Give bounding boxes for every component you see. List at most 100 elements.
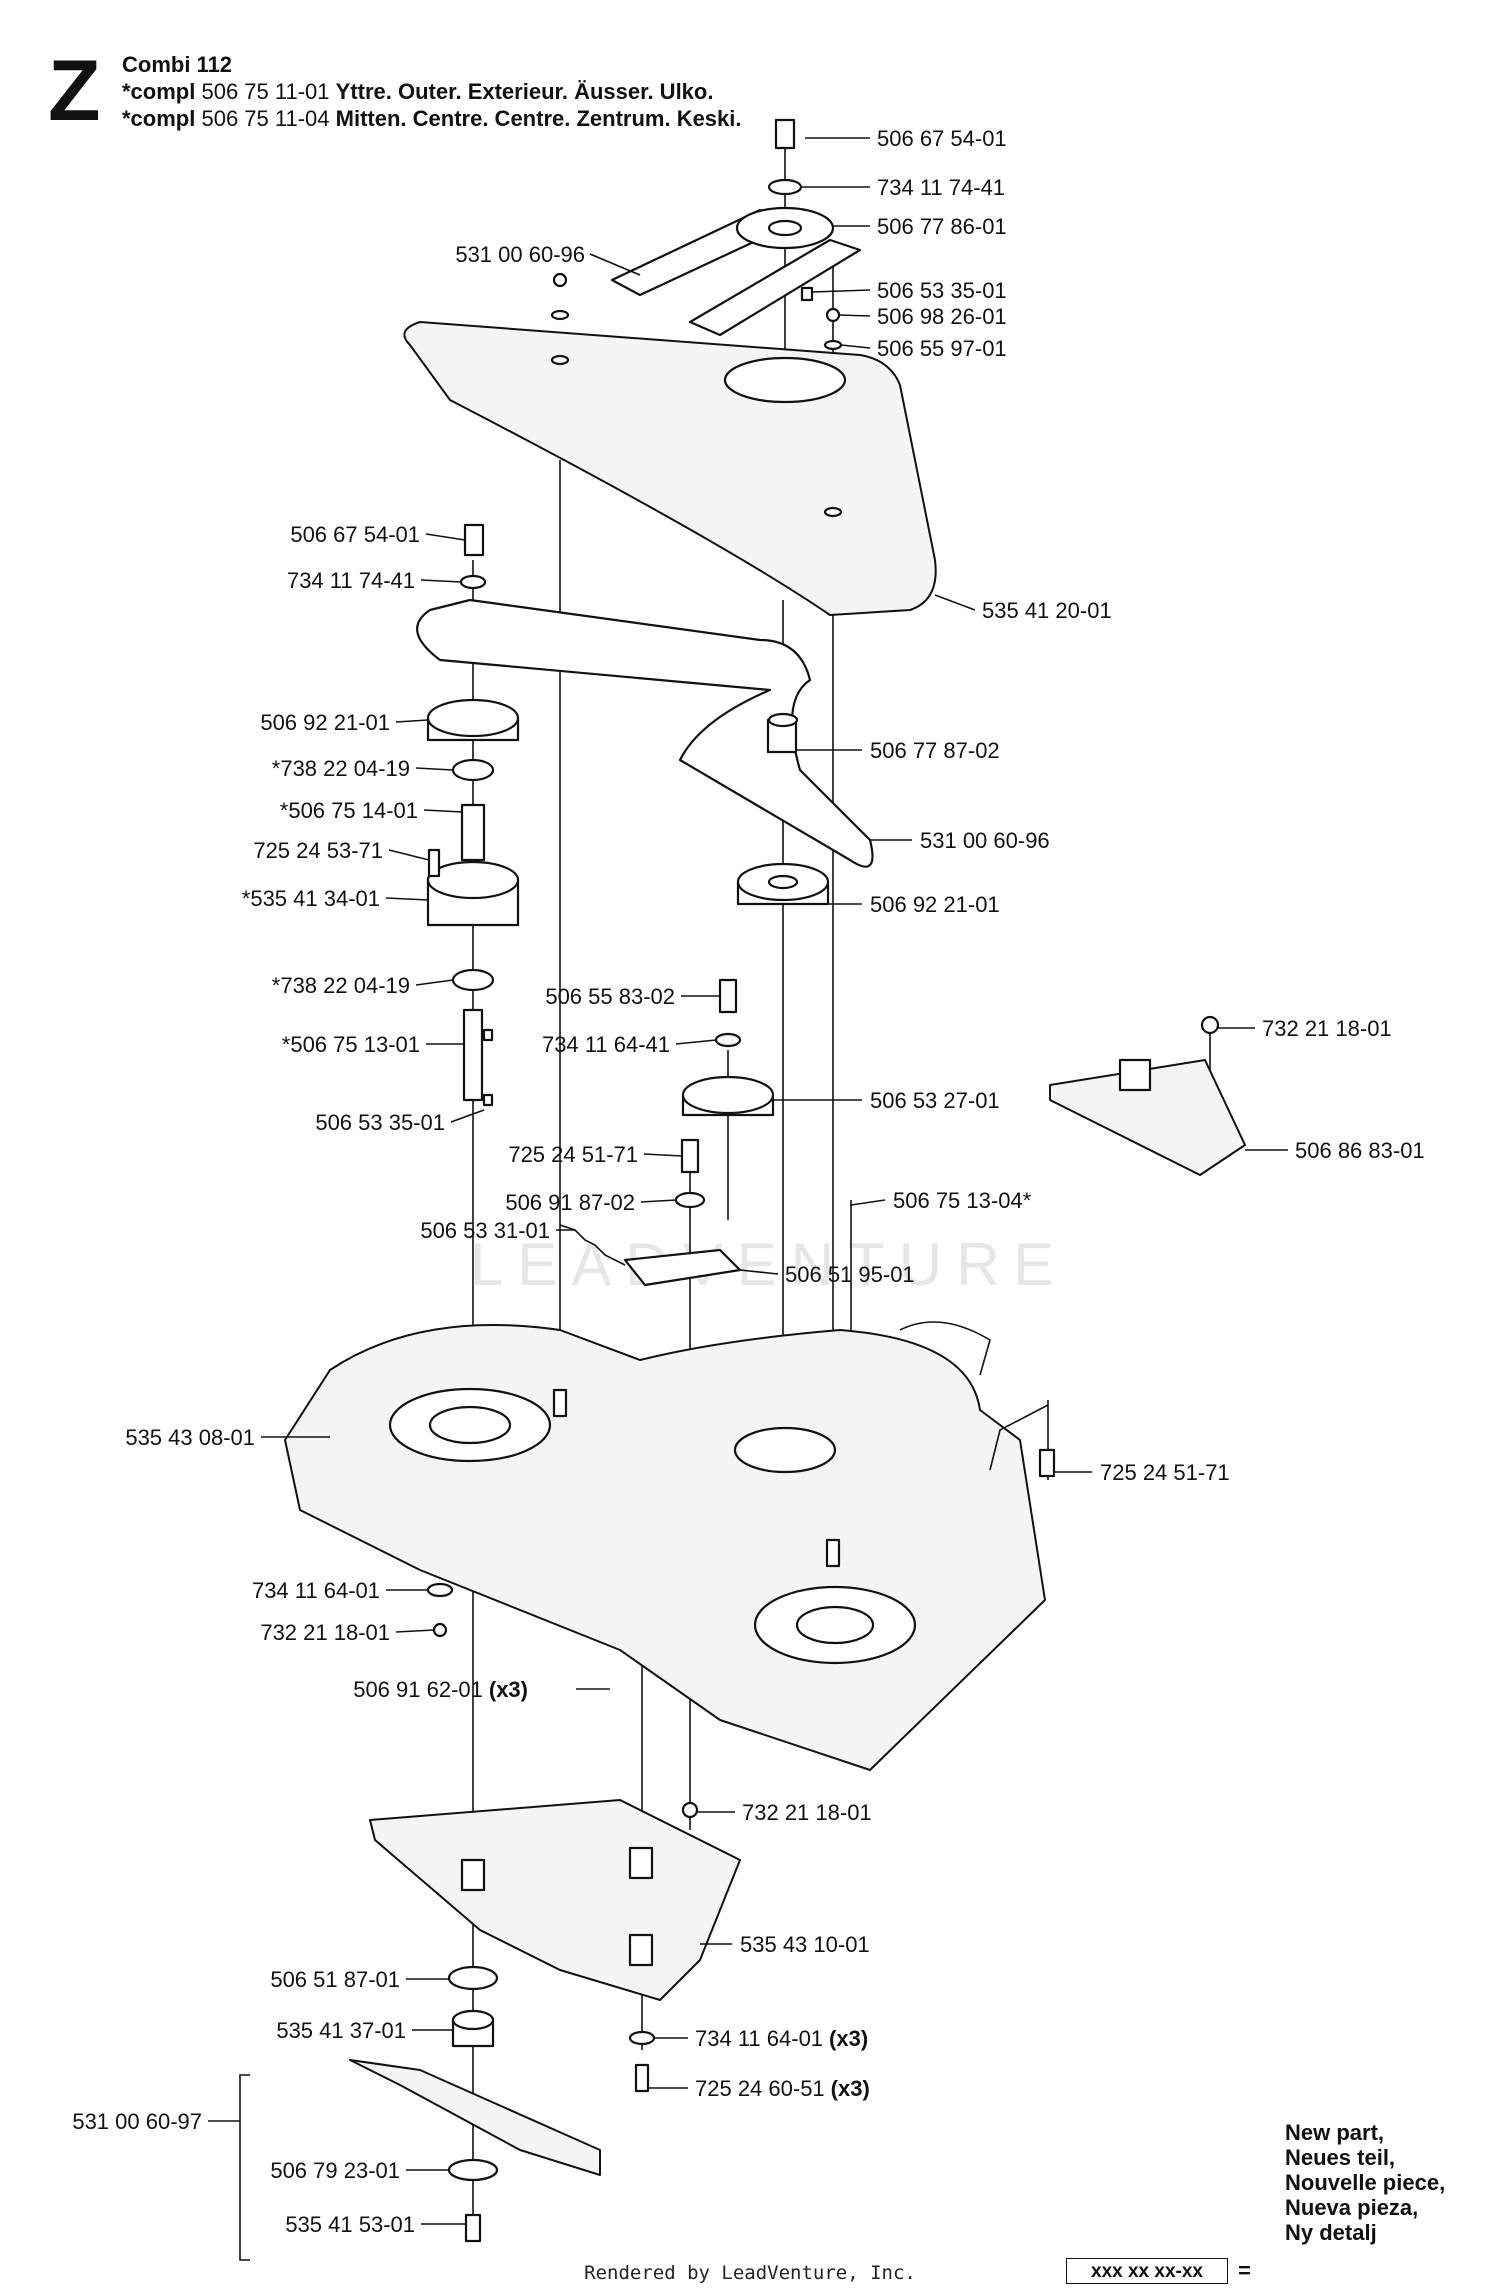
part-number: 506 79 23-01: [270, 2158, 400, 2183]
blade-washer: [447, 1965, 499, 1991]
part-number: 506 91 87-02: [505, 1190, 635, 1215]
deck-stud: [825, 1538, 841, 1568]
center-spindle-stack: [736, 712, 830, 906]
part-number: 506 55 97-01: [877, 336, 1007, 361]
leader-line: [739, 1269, 779, 1275]
part-number: 734 11 74-41: [287, 568, 415, 593]
bolt: [774, 118, 796, 150]
deck-guide: [989, 1404, 1049, 1471]
pulley-cover: [403, 321, 937, 616]
screw: [427, 848, 441, 878]
leader-line: [395, 1629, 435, 1633]
watermark: LEADVENTURE: [470, 1231, 1068, 1298]
key: [482, 1028, 494, 1042]
part-number: 732 21 18-01: [742, 1800, 872, 1825]
part-label: 506 86 83-01: [1295, 1138, 1425, 1163]
part-number: 535 41 37-01: [276, 2018, 406, 2043]
part-label: *738 22 04-19: [272, 756, 410, 781]
deck-stud: [552, 1388, 568, 1418]
leader-line: [450, 1109, 485, 1123]
part-label: 506 92 21-01: [870, 892, 1000, 917]
pulley-top: [426, 698, 520, 738]
part-label: 734 11 74-41: [877, 175, 1005, 200]
washer: [426, 1582, 454, 1598]
part-number: 734 11 64-01: [695, 2026, 823, 2051]
part-label: 535 43 10-01: [740, 1932, 870, 1957]
part-number: 732 21 18-01: [1262, 1016, 1392, 1041]
part-label: 535 41 37-01: [276, 2018, 406, 2043]
part-label: 531 00 60-96: [920, 828, 1050, 853]
cover-hole: [823, 506, 843, 518]
pulley-hub: [767, 874, 799, 890]
legend-line: New part,: [1285, 2120, 1385, 2145]
part-number: *738 22 04-19: [272, 756, 410, 781]
deck-spindle-well: [733, 1426, 837, 1474]
belt-segment: [688, 238, 862, 337]
part-label: 734 11 74-41: [287, 568, 415, 593]
part-number: 506 53 27-01: [870, 1088, 1000, 1113]
part-number: 506 92 21-01: [260, 710, 390, 735]
new-part-legend: New part, Neues teil, Nouvelle piece, Nu…: [1285, 2120, 1445, 2245]
leader-line: [415, 767, 454, 771]
bolt: [718, 978, 738, 1014]
leader-line: [811, 289, 871, 293]
plate-stud: [460, 1858, 486, 1892]
leader-line: [385, 897, 429, 901]
deck-handle: [899, 1321, 991, 1376]
part-label: 506 55 83-02: [545, 984, 675, 1009]
part-label: 725 24 51-71: [1100, 1460, 1230, 1485]
legend-equals: =: [1238, 2258, 1251, 2283]
part-number: 506 51 87-01: [270, 1967, 400, 1992]
bolt: [463, 523, 485, 557]
nut: [1200, 1015, 1220, 1035]
plate-body: [369, 1799, 741, 2001]
part-label: 734 11 64-41: [542, 1032, 670, 1057]
pulley-hub: [767, 219, 803, 237]
nut: [681, 1801, 699, 1819]
leader-line: [415, 979, 454, 986]
washer: [550, 309, 570, 321]
part-label: 506 91 87-02: [505, 1190, 635, 1215]
part-label: 734 11 64-01(x3): [695, 2026, 868, 2051]
part-label: 506 75 13-04*: [893, 1188, 1032, 1213]
legend-line: Neues teil,: [1285, 2145, 1396, 2170]
left-spindle-stack: [426, 523, 520, 1107]
part-label: 725 24 60-51(x3): [695, 2076, 870, 2101]
part-number: 725 24 51-71: [1100, 1460, 1230, 1485]
part-label: 506 53 31-01: [420, 1218, 550, 1243]
part-number: *738 22 04-19: [272, 973, 410, 998]
part-number: 734 11 64-01: [252, 1578, 380, 1603]
washer: [628, 2030, 656, 2046]
washer: [714, 1032, 742, 1048]
part-number: 506 51 95-01: [785, 1262, 915, 1287]
leader-line: [388, 849, 430, 861]
part-number: 506 55 83-02: [545, 984, 675, 1009]
part-label: 506 98 26-01: [877, 304, 1007, 329]
housing-top: [426, 860, 520, 900]
mower-blade: [349, 2059, 601, 2176]
deck-body: [284, 1324, 1046, 1771]
part-number: 506 77 87-02: [870, 738, 1000, 763]
plate-stud: [628, 1933, 654, 1967]
model-name: Combi 112: [122, 52, 233, 77]
deck-spindle-hole: [428, 1405, 512, 1445]
part-label: 506 67 54-01: [290, 522, 420, 547]
screw: [825, 307, 841, 323]
part-label: 506 92 21-01: [260, 710, 390, 735]
part-label: *535 41 34-01: [242, 886, 380, 911]
part-number: 506 91 62-01: [353, 1677, 483, 1702]
part-number: 725 24 53-71: [253, 838, 383, 863]
key: [482, 1093, 494, 1107]
bolt: [1038, 1448, 1056, 1478]
bolt: [634, 2063, 650, 2093]
blade-kit-bracket: [239, 2074, 250, 2261]
compl-prefix: *compl: [122, 79, 196, 104]
bolt: [680, 1138, 700, 1174]
part-label: *738 22 04-19: [272, 973, 410, 998]
part-label: *506 75 13-01: [282, 1032, 420, 1057]
leader-line: [589, 253, 641, 276]
legend-part-box: xxx xx xx-xx: [1066, 2258, 1228, 2284]
part-number: 535 41 53-01: [285, 2212, 415, 2237]
part-label: *506 75 14-01: [280, 798, 418, 823]
part-number: 506 53 35-01: [315, 1110, 445, 1135]
